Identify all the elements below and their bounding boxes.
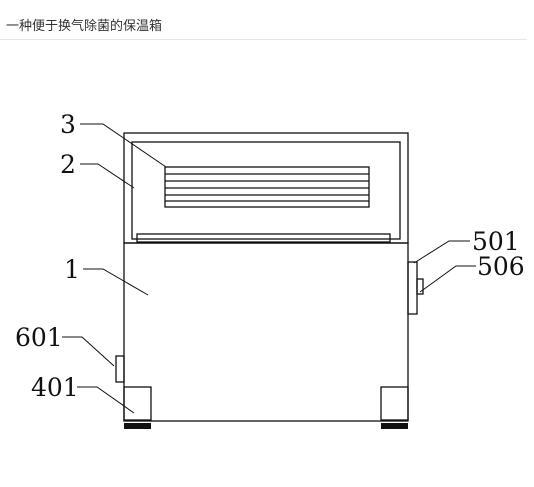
- page-title: 一种便于换气除菌的保温箱: [6, 19, 163, 34]
- leader-2: [80, 163, 135, 189]
- side-vent: [407, 261, 418, 315]
- side-handle: [115, 355, 125, 383]
- label-501: 501: [472, 227, 520, 256]
- leader-506: [419, 265, 476, 293]
- leader-501: [413, 240, 470, 264]
- foot-left-pad: [124, 423, 151, 429]
- foot-right-pad: [381, 423, 408, 429]
- hinge-strip: [136, 233, 391, 243]
- lid-inner: [131, 141, 401, 240]
- leader-1: [83, 268, 149, 296]
- label-2: 2: [60, 150, 76, 179]
- label-3: 3: [60, 110, 76, 139]
- label-601: 601: [15, 323, 63, 352]
- leader-3: [80, 123, 167, 168]
- vent-knob: [416, 278, 424, 295]
- foot-right: [380, 386, 409, 421]
- title-divider: [0, 39, 527, 40]
- label-506: 506: [477, 252, 525, 281]
- vent-panel: [164, 166, 370, 208]
- label-1: 1: [64, 255, 80, 284]
- leader-601: [62, 336, 115, 367]
- foot-left: [123, 386, 152, 421]
- label-401: 401: [31, 373, 79, 402]
- leader-401: [77, 386, 135, 414]
- box-body: [123, 242, 409, 422]
